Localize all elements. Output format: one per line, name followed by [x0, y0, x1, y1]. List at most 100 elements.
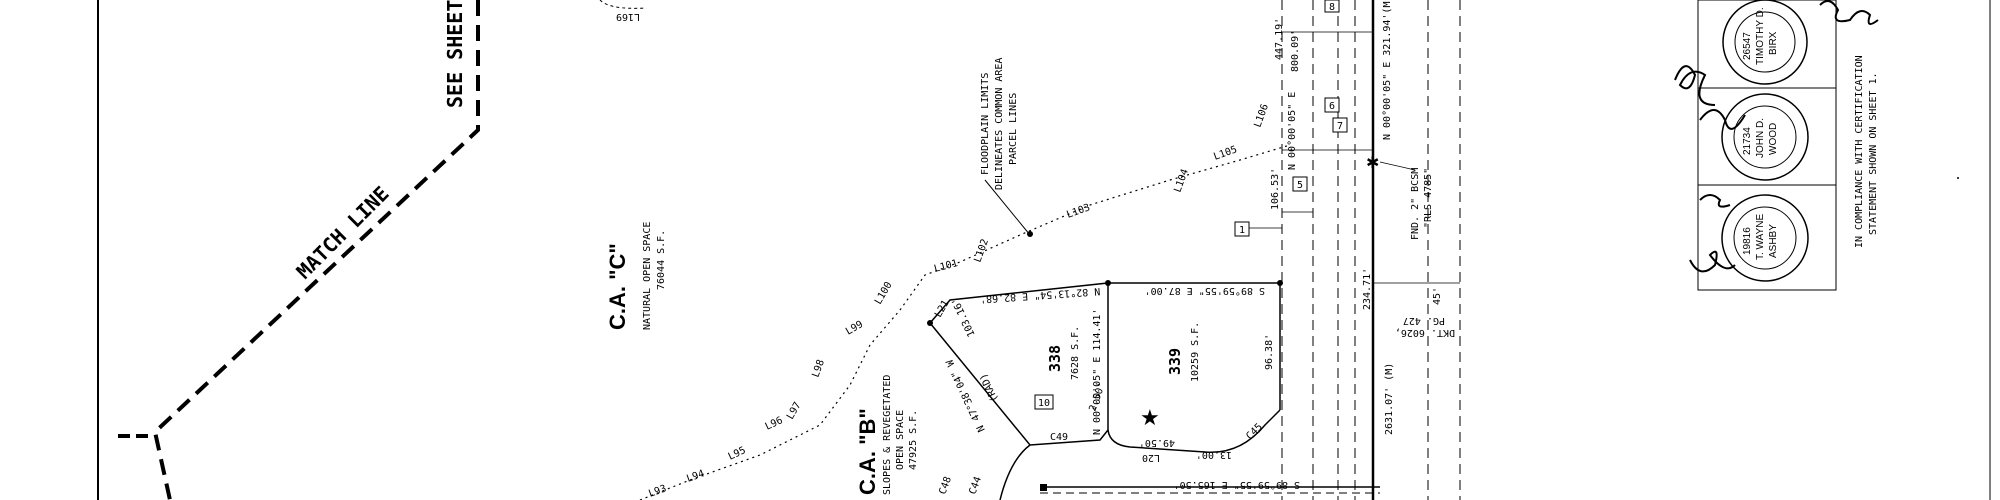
match-line-label: MATCH LINE [292, 181, 394, 283]
ca-b-line2: OPEN SPACE [895, 410, 906, 470]
svg-text:5: 5 [1297, 180, 1303, 191]
svg-text:TIMOTHY D.: TIMOTHY D. [1755, 7, 1766, 65]
dimension-d3: 106.53' [1270, 168, 1281, 210]
dimension-d10: 45' [1432, 287, 1443, 305]
dimension-d9: 13.00' [1196, 449, 1232, 460]
tag-6: 6 [1324, 97, 1340, 113]
curve-top-left [599, 0, 646, 9]
dimension-d5: 234.71' [1362, 268, 1373, 310]
ca-c-title: C.A. "C" [605, 243, 630, 330]
floodplain-note-3: PARCEL LINES [1008, 93, 1019, 165]
compliance-note-2: STATEMENT SHOWN ON SHEET 1. [1868, 72, 1879, 235]
svg-text:7: 7 [1337, 121, 1343, 132]
svg-text:BIRX: BIRX [1768, 31, 1779, 55]
svg-text:10: 10 [1038, 398, 1050, 409]
lot-339-front-curve [1107, 409, 1281, 454]
lot-338-area: 7628 S.F. [1070, 326, 1081, 380]
cul-de-sac-arc [999, 444, 1031, 500]
common-area-c: C.A. "C" NATURAL OPEN SPACE 76044 S.F. [605, 222, 667, 330]
svg-text:26547: 26547 [1742, 32, 1753, 60]
tag-7: 7 [1332, 117, 1348, 133]
curve-label-c45: C45 [1244, 422, 1265, 443]
bearing-b7: N 47°38'04" W [944, 357, 987, 433]
dimension-d7: 2.50' [1087, 381, 1108, 413]
line-label-l20: L20 [1142, 452, 1160, 463]
floodplain-leader-dot [1027, 231, 1033, 237]
svg-text:WOOD: WOOD [1768, 123, 1779, 155]
seal-surveyor-top: 26547 TIMOTHY D. BIRX [1722, 0, 1808, 85]
line-label-l105: L105 [1212, 144, 1238, 163]
dimension-d4: 96.38' [1264, 334, 1275, 370]
svg-text:JOHN D.: JOHN D. [1755, 118, 1766, 158]
bearing-b4: S 89°59'55" E 165.50' [1174, 479, 1300, 490]
signature-1 [1819, 0, 1879, 25]
line-label-l102: L102 [972, 238, 991, 264]
line-label-l97: L97 [785, 400, 804, 421]
dimension-d6: 2631.07' (M) [1384, 363, 1395, 435]
lot-339-area: 10259 S.F. [1190, 322, 1201, 382]
ca-b-line1: SLOPES & REVEGETATED [882, 375, 893, 495]
found-monument-icon: ✱ [1366, 153, 1379, 172]
see-sheet-label: SEE SHEET 3 [443, 0, 467, 108]
svg-text:ASHBY: ASHBY [1768, 224, 1779, 258]
bearing-b3: N 00°00'05" E 114.41' [1092, 309, 1103, 435]
monument-marker [1040, 484, 1047, 491]
svg-text:T. WAYNE: T. WAYNE [1755, 214, 1766, 260]
line-label-l93: L93 [647, 483, 668, 500]
ca-c-line1: NATURAL OPEN SPACE [642, 222, 653, 330]
svg-text:1: 1 [1239, 225, 1245, 236]
star-icon: ★ [1140, 406, 1160, 431]
tag-10: 10 [1034, 394, 1054, 410]
ca-c-line2: 76044 S.F. [656, 230, 667, 290]
bearing-b2: S 89°59'55" E 87.00' [1145, 285, 1265, 296]
corner-pin [927, 320, 933, 326]
line-label-l94: L94 [685, 468, 706, 485]
tag-1: 1 [1234, 221, 1250, 237]
dimension-d2: 800.09' [1290, 30, 1301, 72]
bearing-b9: (RAD) [978, 371, 1001, 403]
dimension-d1: 447.19' [1274, 18, 1285, 60]
curve-label-c44: C44 [967, 475, 984, 496]
floodplain-boundary [639, 144, 1291, 500]
tag-8: 8 [1324, 0, 1340, 13]
seal-surveyor-bottom: 19816 T. WAYNE ASHBY [1721, 194, 1809, 282]
common-area-b: C.A. "B" SLOPES & REVEGETATED OPEN SPACE… [855, 375, 919, 495]
seal-engineer: 21734 JOHN D. WOOD [1721, 93, 1809, 181]
lot-339-number: 339 [1166, 348, 1184, 375]
compliance-note-1: IN COMPLIANCE WITH CERTIFICATION [1854, 55, 1865, 248]
svg-text:8: 8 [1329, 2, 1335, 13]
floodplain-note-2: DELINEATES COMMON AREA [994, 58, 1005, 190]
found-note-1: FND. 2" BCSM [1410, 168, 1421, 240]
lot-338-number: 338 [1046, 345, 1064, 372]
signature-2 [1674, 65, 1746, 130]
line-label-l169: L169 [616, 11, 640, 22]
docket-note: DKT. 6026, [1395, 327, 1455, 338]
floodplain-note-1: FLOODPLAIN LIMITS [980, 73, 991, 175]
found-leader [1379, 161, 1416, 171]
signature-3 [1689, 194, 1736, 273]
svg-text:21734: 21734 [1742, 127, 1753, 155]
match-line [152, 0, 480, 500]
floodplain-leader [984, 179, 1031, 236]
corner-pin [1105, 280, 1111, 286]
curve-label-c48: C48 [937, 475, 954, 496]
found-note-2: "RLS 4785" [1423, 168, 1434, 228]
line-label-l104: L104 [1172, 168, 1191, 194]
curve-label-c49: C49 [1050, 432, 1068, 443]
line-label-l98: L98 [810, 358, 827, 379]
tag-5: 5 [1292, 176, 1308, 192]
svg-text:6: 6 [1329, 101, 1335, 112]
line-label-l106: L106 [1252, 103, 1271, 129]
ca-b-title: C.A. "B" [855, 408, 880, 495]
seals-frame [1697, 0, 1837, 291]
bearing-b8: 103.16' [950, 296, 978, 339]
line-label-l95: L95 [727, 445, 748, 463]
bearing-b1: N 82°13'54" E 82.68' [980, 285, 1101, 304]
line-label-l100: L100 [873, 280, 895, 306]
speck [1957, 177, 1959, 179]
svg-text:19816: 19816 [1742, 227, 1753, 255]
line-label-l103: L103 [1065, 202, 1091, 221]
dimension-d8: 49.50' [1139, 437, 1175, 448]
ca-b-line3: 47925 S.F. [908, 410, 919, 470]
